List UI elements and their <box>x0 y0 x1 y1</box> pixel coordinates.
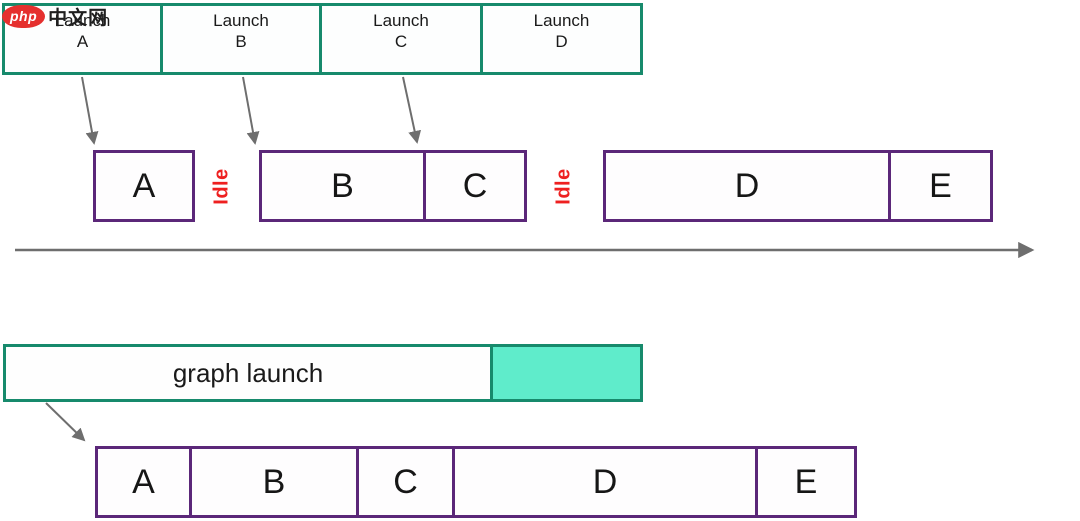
launch-b-label-line1: Launch <box>213 11 269 30</box>
launch-a-label-line2: A <box>76 32 89 52</box>
graph-launch-fill-segment <box>490 344 643 402</box>
stream-block-e-label: E <box>929 166 952 205</box>
idle-second-label: Idle <box>552 167 575 205</box>
stream-block-e: E <box>888 150 993 222</box>
graph-block-a-label: A <box>132 462 155 501</box>
stream-block-d-label: D <box>734 166 760 205</box>
arrow-graph-launch-to-block-a <box>45 402 86 442</box>
graph-block-c: C <box>356 446 455 518</box>
graph-launch-label: graph launch <box>172 357 324 388</box>
launch-b-box: Launch B <box>160 3 322 75</box>
stream-block-c: C <box>423 150 527 222</box>
launch-d-box: Launch D <box>480 3 643 75</box>
stream-block-a-label: A <box>132 166 156 205</box>
arrow-launch-c-to-block-c <box>402 76 422 144</box>
php-logo-badge: php <box>2 5 46 28</box>
stream-block-c-label: C <box>462 166 488 205</box>
graph-block-c-label: C <box>393 462 418 501</box>
graph-block-d: D <box>452 446 758 518</box>
graph-block-b-label: B <box>262 462 286 501</box>
stream-block-b-label: B <box>331 166 354 205</box>
logo-chinese-text: 中文网 <box>48 8 109 29</box>
arrow-launch-a-to-block-a <box>81 76 99 145</box>
launch-d-label-line1: Launch <box>533 11 590 30</box>
php-cn-watermark-logo: php 中文网 <box>2 3 108 30</box>
idle-gap-second: Idle <box>539 150 589 222</box>
graph-launch-box: graph launch <box>3 344 493 402</box>
graph-block-b: B <box>189 446 359 518</box>
graph-block-e: E <box>755 446 857 518</box>
launch-d-label-line2: D <box>555 32 568 52</box>
launch-c-label-line1: Launch <box>373 11 429 30</box>
graph-block-a: A <box>95 446 192 518</box>
idle-gap-first: Idle <box>197 150 247 222</box>
launch-c-label-line2: C <box>394 32 408 52</box>
stream-block-b: B <box>259 150 426 222</box>
graph-block-d-label: D <box>592 462 618 501</box>
launch-a-box: Launch A <box>2 3 163 75</box>
graph-block-e-label: E <box>794 462 818 501</box>
stream-block-d: D <box>603 150 891 222</box>
idle-first-label: Idle <box>210 167 233 205</box>
launch-a-label-line1: Launch <box>54 11 111 30</box>
launch-b-label-line2: B <box>235 32 247 52</box>
arrow-launch-b-to-block-b <box>242 76 260 145</box>
stream-block-a: A <box>93 150 195 222</box>
launch-c-box: Launch C <box>319 3 483 75</box>
